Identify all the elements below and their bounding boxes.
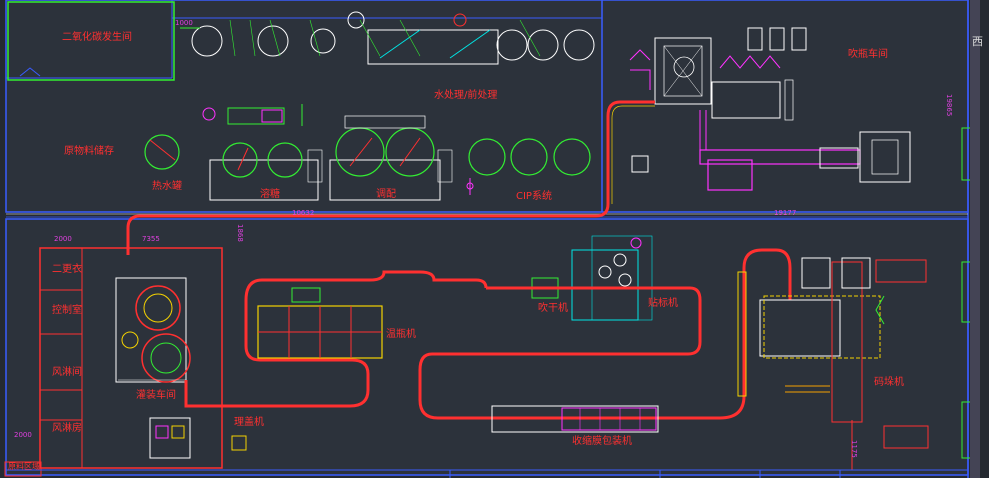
shrink-wrapper-frame	[491, 405, 659, 433]
label-shrink-wrapper: 收缩膜包装机	[572, 436, 632, 447]
air-conveyor-line	[126, 100, 655, 255]
dim-1868: 1868	[236, 224, 244, 242]
co2-room-outline	[7, 1, 175, 81]
label-labeler: 贴标机	[648, 298, 678, 309]
label-syrup-tank: 溶糖	[260, 189, 280, 200]
label-raw-material-storage: 原物料储存	[64, 146, 114, 157]
dim-1000: 1000	[175, 19, 193, 27]
label-filling-room: 二更衣	[52, 264, 82, 275]
dim-19177: 19177	[774, 209, 797, 217]
label-cip-system: CIP系统	[516, 191, 552, 202]
dim-1175: 1175	[850, 440, 858, 458]
label-blow-molding-workshop: 吹瓶车间	[848, 49, 888, 60]
upper-building-outline	[5, 0, 969, 213]
dim-2000-bottom: 2000	[14, 431, 32, 439]
label-cap-feeder: 理盖机	[234, 417, 264, 428]
label-filling-workshop: 灌装车间	[136, 390, 176, 401]
lower-building-outline	[5, 218, 969, 476]
label-hot-water-tank: 热水罐	[152, 181, 182, 192]
label-control-room: 控制室	[52, 305, 82, 316]
label-air-shower: 风淋间	[52, 367, 82, 378]
dim-19865: 19865	[945, 94, 953, 117]
label-air-room: 风淋房	[52, 423, 82, 434]
bottle-conveyor-packing	[418, 248, 792, 420]
dim-10632: 10632	[292, 209, 315, 217]
bottle-conveyor-filler	[184, 270, 488, 408]
label-blend-tank: 调配	[376, 189, 396, 200]
filler-frame	[115, 277, 187, 383]
palletizer-frame	[759, 299, 841, 357]
label-warmer: 温瓶机	[386, 329, 416, 340]
label-side-tag: 西	[972, 35, 983, 48]
dim-7355: 7355	[142, 235, 160, 243]
label-water-treatment: 水处理/前处理	[434, 90, 498, 101]
label-dryer: 吹干机	[538, 303, 568, 314]
label-legend-tag: 原料区域	[8, 462, 40, 471]
label-palletizer: 码垛机	[874, 377, 904, 388]
filling-workshop-outline	[39, 247, 223, 469]
label-co2-workshop: 二氧化碳发生间	[62, 32, 132, 43]
dim-2000-top: 2000	[54, 235, 72, 243]
